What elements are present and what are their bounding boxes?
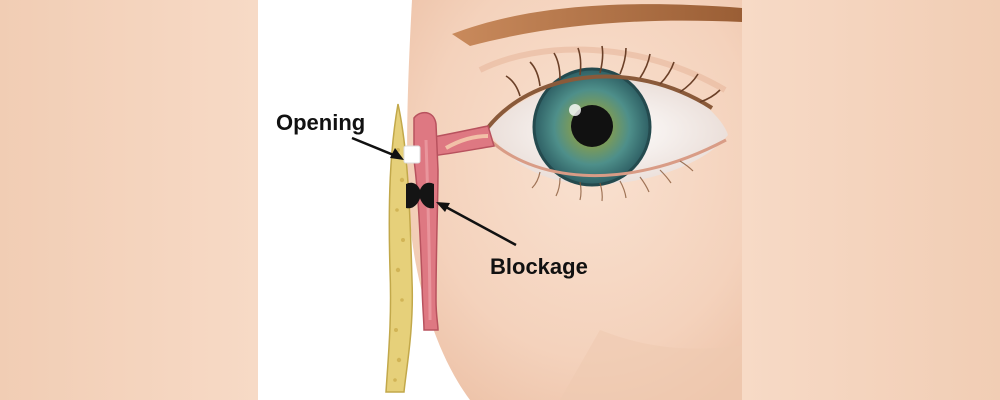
blockage-marker-left — [406, 182, 421, 209]
blockage-arrowhead — [436, 202, 450, 212]
blockage-label: Blockage — [490, 254, 588, 279]
right-backdrop-panel — [742, 0, 1000, 400]
blockage-marker-right — [419, 182, 434, 209]
face-skin — [407, 0, 742, 400]
annotation-arrows — [351, 136, 517, 247]
opening-arrow — [351, 136, 397, 158]
eyelid-crease — [478, 46, 727, 93]
iris-rim — [532, 67, 652, 187]
opening-arrowhead — [390, 148, 404, 160]
left-backdrop-panel — [0, 0, 258, 400]
nasolacrimal-duct — [413, 111, 439, 331]
lower-eyelid — [488, 138, 727, 178]
lower-eyelashes — [531, 160, 694, 202]
duct-highlight — [424, 139, 432, 321]
canaliculus-lumen — [445, 134, 489, 150]
eyebrow — [452, 4, 742, 46]
opening-marker — [403, 145, 421, 164]
blockage-arrow — [443, 204, 517, 247]
cheek-shadow — [560, 330, 742, 400]
opening-label: Opening — [276, 110, 366, 135]
pupil — [571, 105, 613, 147]
bone-texture — [393, 148, 405, 382]
eye-highlight — [569, 104, 581, 116]
upper-eyelashes — [505, 45, 721, 103]
